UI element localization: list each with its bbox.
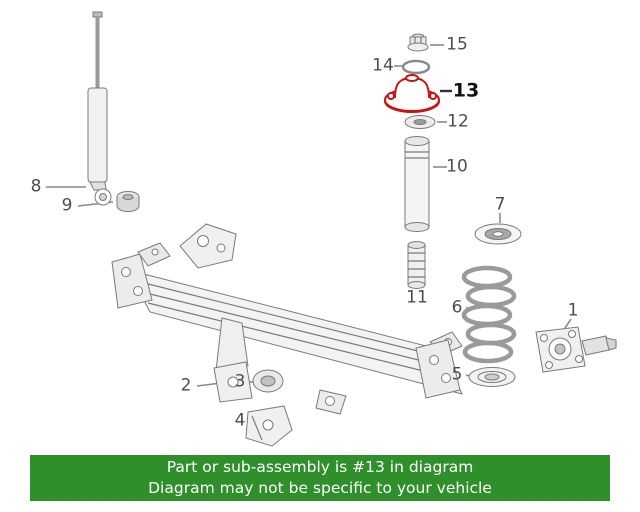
part-dust-boot[interactable]: [404, 136, 430, 232]
part-label-15[interactable]: 15: [446, 34, 468, 55]
part-shock-absorber[interactable]: [87, 11, 112, 206]
part-shock-bushing[interactable]: [116, 191, 140, 212]
part-wheel-hub[interactable]: [535, 326, 617, 373]
part-o-ring[interactable]: [401, 59, 431, 75]
part-spring-seat-upper[interactable]: [474, 223, 522, 245]
part-washer[interactable]: [404, 115, 436, 129]
part-coil-spring[interactable]: [461, 265, 517, 364]
part-bump-stop[interactable]: [407, 241, 426, 289]
part-label-11[interactable]: 11: [406, 287, 428, 308]
notice-banner: Part or sub-assembly is #13 in diagram D…: [30, 455, 610, 501]
part-axle-beam[interactable]: [111, 223, 463, 415]
notice-banner-line1: Part or sub-assembly is #13 in diagram: [166, 458, 474, 477]
part-label-13-highlighted[interactable]: 13: [452, 79, 480, 102]
part-bracket[interactable]: [245, 405, 293, 447]
part-label-3[interactable]: 3: [234, 371, 246, 392]
part-label-10[interactable]: 10: [446, 156, 468, 177]
part-strut-mount-highlighted[interactable]: [384, 74, 440, 113]
part-bushing[interactable]: [252, 369, 284, 393]
part-label-14[interactable]: 14: [372, 55, 394, 76]
part-nut[interactable]: [407, 33, 429, 52]
part-label-6[interactable]: 6: [451, 297, 463, 318]
part-label-12[interactable]: 12: [447, 111, 469, 132]
notice-banner-line2: Diagram may not be specific to your vehi…: [148, 479, 492, 497]
part-label-7[interactable]: 7: [494, 194, 506, 215]
part-label-8[interactable]: 8: [30, 176, 42, 197]
part-label-9[interactable]: 9: [61, 195, 73, 216]
part-label-1[interactable]: 1: [567, 300, 579, 321]
part-spring-seat-lower[interactable]: [468, 367, 516, 387]
part-label-4[interactable]: 4: [234, 410, 246, 431]
part-label-5[interactable]: 5: [451, 364, 463, 385]
part-label-2[interactable]: 2: [180, 375, 192, 396]
